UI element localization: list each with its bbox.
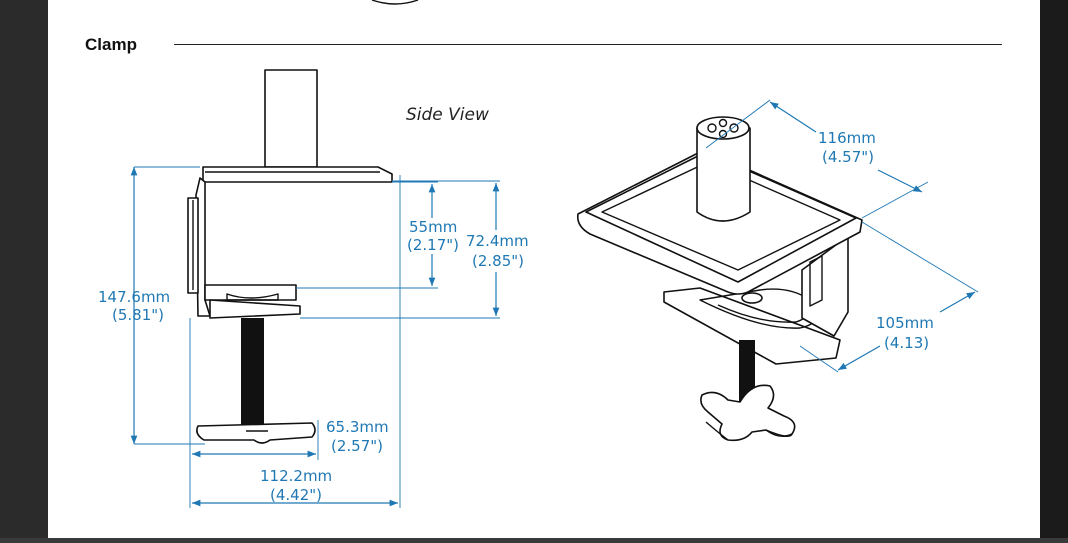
viewer-bottom-edge: [0, 538, 1068, 543]
side-view-dimensions: [130, 166, 500, 508]
side-view-label: Side View: [406, 105, 489, 125]
clamp-technical-drawing: Side View 147.6mm (5.81") 55mm (2.17") 7…: [98, 0, 979, 508]
dim-72-mm: 72.4mm: [466, 232, 529, 250]
dim-105-in: (4.13): [884, 334, 929, 352]
side-view-drawing: [187, 69, 393, 444]
dim-72-in: (2.85"): [472, 252, 524, 270]
dim-116-in: (4.57"): [822, 148, 874, 166]
dim-112-in: (4.42"): [270, 486, 322, 504]
dim-105-mm: 105mm: [876, 314, 934, 332]
section-rule: [174, 44, 1002, 45]
dim-116-mm: 116mm: [818, 129, 876, 147]
isometric-view-dimensions: [705, 99, 979, 373]
viewer-right-edge: [1040, 0, 1068, 543]
dim-65-in: (2.57"): [331, 437, 383, 455]
section-title: Clamp: [85, 35, 137, 54]
previous-figure-fragment: [371, 0, 419, 5]
dim-112-mm: 112.2mm: [260, 467, 332, 485]
dim-147-mm: 147.6mm: [98, 288, 170, 306]
isometric-view-drawing: [576, 116, 863, 442]
dim-147-in: (5.81"): [112, 306, 164, 324]
dim-55-in: (2.17"): [407, 236, 459, 254]
dim-65-mm: 65.3mm: [326, 418, 389, 436]
document-page: Clamp: [48, 0, 1040, 538]
dim-55-mm: 55mm: [409, 218, 457, 236]
